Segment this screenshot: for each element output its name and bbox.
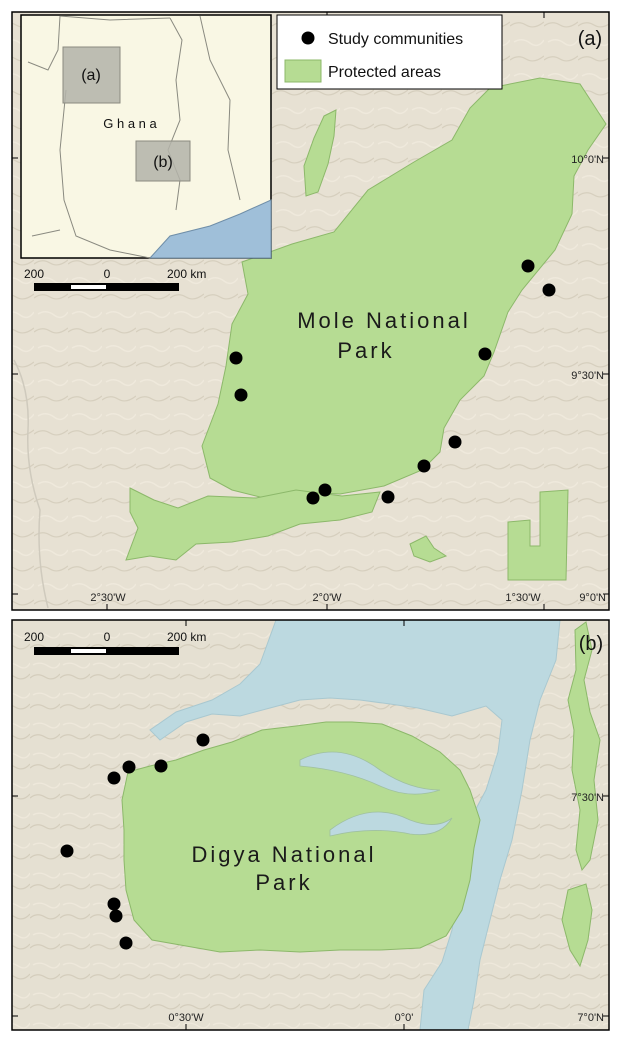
scale-bar-a: 200 0 200 km: [24, 267, 206, 291]
protected-area-east: [567, 621, 601, 872]
protected-area-north: [303, 109, 337, 197]
legend-protected-label: Protected areas: [328, 64, 441, 81]
lake-arm: [316, 620, 360, 670]
inset-sea: [148, 199, 272, 259]
protected-area-east-small: [561, 883, 593, 968]
lon-label-2w: 2°0'W: [312, 592, 342, 604]
inset-box-b: [135, 140, 191, 182]
scale-b-right: 200 km: [167, 630, 206, 644]
scale-bar-b: 200 0 200 km: [24, 630, 206, 655]
lat-label-930n-a: 9°30'N: [571, 370, 604, 382]
graticule-ticks-b: [12, 620, 609, 1030]
park-name-b-line1: Digya National: [191, 842, 376, 867]
study-community: [122, 760, 136, 774]
inset-box-a: [62, 46, 121, 104]
study-community: [107, 771, 121, 785]
legend-communities-label: Study communities: [328, 31, 463, 48]
lake-inlet: [329, 811, 453, 837]
inset-box-b-label: (b): [153, 154, 173, 171]
communities-b: [60, 733, 210, 950]
study-community: [542, 283, 556, 297]
study-community: [478, 347, 492, 361]
study-community: [229, 351, 243, 365]
protected-area-small: [409, 535, 448, 563]
scale-b-left: 200: [24, 630, 44, 644]
panel-b: Digya National Park 7°30'N 7°0'N 0°30'W: [11, 619, 610, 1031]
panel-b-label: (b): [579, 633, 603, 655]
lat-label-7n: 7°0'N: [577, 1012, 604, 1024]
study-community: [521, 259, 535, 273]
study-community: [154, 759, 168, 773]
study-community: [109, 909, 123, 923]
scale-a-mid: 0: [104, 267, 111, 281]
protected-area-southeast: [507, 489, 569, 581]
study-community: [60, 844, 74, 858]
lon-label-130w: 1°30'W: [505, 592, 541, 604]
lat-label-10n: 10°0'N: [571, 154, 604, 166]
lat-label-9n: 9°0'N: [579, 592, 606, 604]
study-community: [107, 897, 121, 911]
lon-label-030w: 0°30'W: [168, 1012, 204, 1024]
park-name-b-line2: Park: [255, 870, 312, 895]
panel-a-label: (a): [578, 28, 602, 50]
park-name-a-line1: Mole National: [297, 308, 471, 333]
study-community: [306, 491, 320, 505]
study-community: [381, 490, 395, 504]
scale-a-left: 200: [24, 267, 44, 281]
lon-label-230w: 2°30'W: [90, 592, 126, 604]
study-community: [234, 388, 248, 402]
park-name-a-line2: Park: [337, 338, 394, 363]
scale-b-mid: 0: [104, 630, 111, 644]
study-community: [448, 435, 462, 449]
legend: Study communities Protected areas: [276, 14, 503, 90]
lake-inlet: [299, 751, 441, 795]
protected-area-strip: [125, 487, 381, 561]
study-community: [318, 483, 332, 497]
lat-label-730n: 7°30'N: [571, 792, 604, 804]
inset-map: (a) (b) G h a n a: [20, 14, 272, 259]
lon-label-0: 0°0': [395, 1012, 414, 1024]
legend-protected-symbol: [284, 59, 322, 83]
study-community: [119, 936, 133, 950]
legend-community-symbol: [301, 31, 315, 45]
panel-a: Mole National Park: [11, 11, 610, 611]
mole-national-park: [201, 77, 607, 499]
study-community: [196, 733, 210, 747]
inset-country-label: G h a n a: [103, 116, 157, 131]
inset-box-a-label: (a): [81, 67, 101, 84]
study-community: [417, 459, 431, 473]
communities-a: [229, 259, 556, 505]
river: [13, 359, 49, 609]
scale-a-right: 200 km: [167, 267, 206, 281]
lake-volta: [149, 619, 561, 1031]
